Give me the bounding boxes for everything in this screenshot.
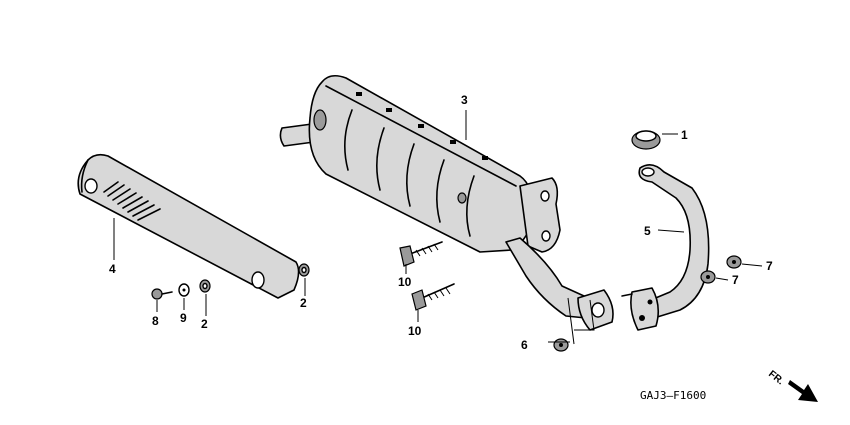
front-direction-indicator: FR.	[766, 369, 818, 402]
part-5-exhaust-pipe[interactable]	[621, 164, 710, 331]
arrow-down-right-icon	[788, 380, 818, 402]
callout-9: 9	[180, 311, 187, 325]
part-2-collar-left[interactable]	[199, 279, 211, 293]
part-10-bolt-upper[interactable]	[399, 241, 443, 267]
part-9-washer[interactable]	[178, 283, 190, 297]
callout-10-upper: 10	[398, 275, 412, 289]
part-4-heat-guard[interactable]	[77, 153, 300, 299]
leader-lines	[113, 110, 763, 345]
diagram-code: GAJ3–F1600	[640, 389, 706, 402]
part-2-collar-right[interactable]	[298, 263, 310, 277]
callout-8: 8	[152, 314, 159, 328]
callout-3: 3	[461, 93, 468, 107]
callout-2-left: 2	[201, 317, 208, 331]
part-1-gasket[interactable]	[631, 130, 661, 150]
callout-1: 1	[681, 128, 688, 142]
front-label: FR.	[766, 369, 786, 388]
part-10-bolt-lower[interactable]	[411, 283, 455, 311]
callout-7-upper: 7	[766, 259, 773, 273]
callout-6: 6	[521, 338, 528, 352]
callout-7-lower: 7	[732, 273, 739, 287]
part-8-screw[interactable]	[151, 288, 173, 300]
callout-5: 5	[644, 224, 651, 238]
callout-10-lower: 10	[408, 324, 422, 338]
part-6-nut[interactable]	[553, 338, 569, 352]
part-7-nut-upper[interactable]	[726, 255, 742, 269]
part-3-muffler[interactable]	[279, 74, 614, 331]
callout-4: 4	[109, 262, 116, 276]
part-7-nut-lower[interactable]	[700, 270, 716, 284]
callout-2-right: 2	[300, 296, 307, 310]
